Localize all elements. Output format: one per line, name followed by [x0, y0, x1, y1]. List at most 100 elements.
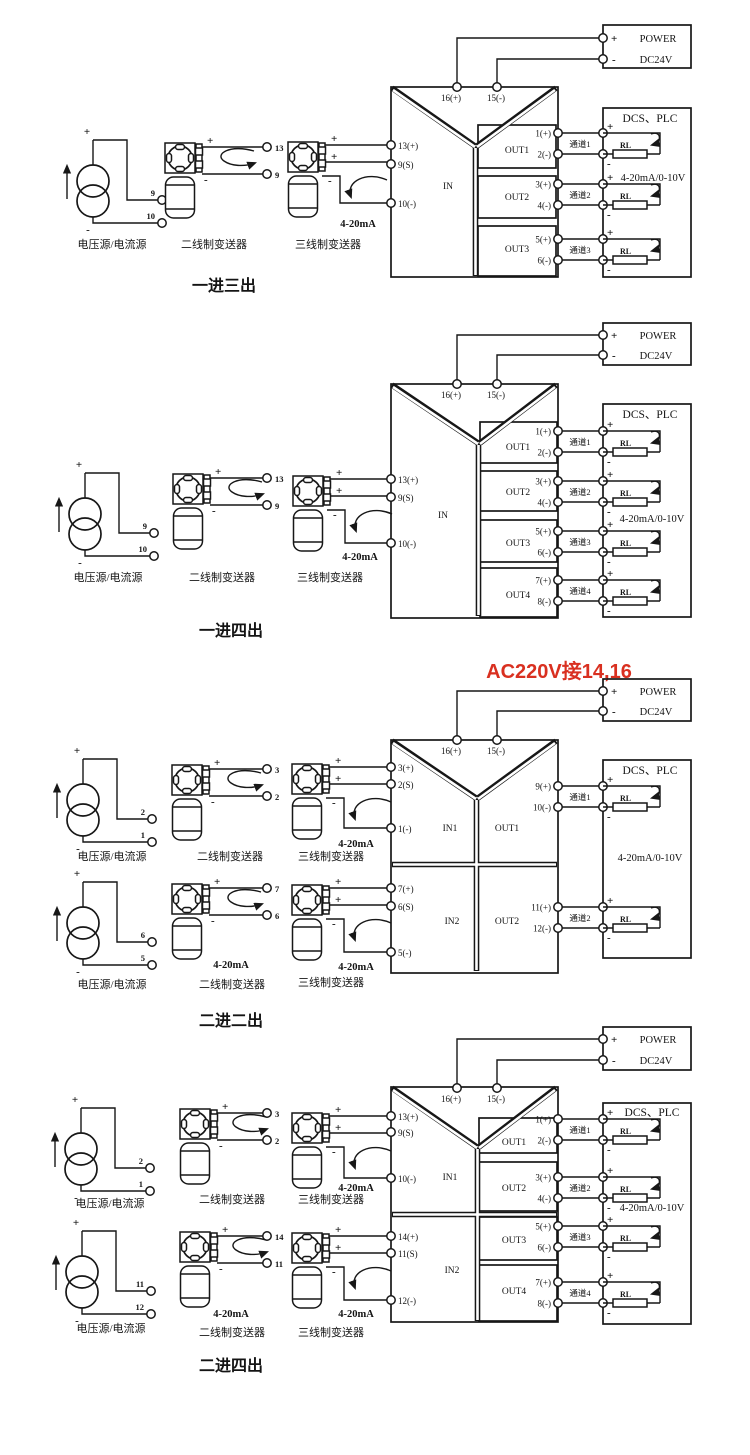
input-terminal-label: 12(-)	[398, 1296, 416, 1306]
polarity-sign: +	[611, 686, 617, 698]
section-caption: 一进三出	[192, 276, 256, 295]
device-caption: 三线制变送器	[297, 570, 363, 584]
load-resistor-icon	[603, 907, 660, 932]
polarity-sign: -	[612, 706, 616, 718]
polarity-sign: +	[335, 1104, 341, 1116]
output-terminal-label: 5(+)	[535, 527, 551, 537]
polarity-sign: +	[607, 1214, 613, 1226]
power-voltage: DC24V	[640, 351, 673, 362]
load-resistor-icon	[603, 239, 660, 264]
device-caption: 电压源/电流源	[77, 849, 146, 863]
polarity-sign: +	[607, 121, 613, 133]
polarity-sign: +	[222, 1101, 228, 1113]
signal-flow-arrow-icon	[229, 480, 263, 497]
terminal-label: 1	[141, 830, 145, 840]
power-box	[602, 678, 692, 722]
voltage-current-source: + - 9 10 电压源/电流源	[59, 459, 158, 584]
section-caption: 二进四出	[199, 1356, 263, 1375]
polarity-sign: +	[76, 459, 82, 471]
signal-flow-arrow-icon	[233, 1115, 267, 1132]
transmitter-icon	[164, 142, 204, 219]
transmitter-icon	[291, 1232, 331, 1309]
terminal-label: 13	[275, 143, 284, 153]
rl-label: RL	[620, 192, 631, 201]
rl-label: RL	[620, 247, 631, 256]
polarity-sign: +	[335, 1224, 341, 1236]
top-terminal-label: 16(+)	[441, 390, 461, 400]
power-title: POWER	[640, 34, 677, 45]
range-label: 4-20mA/0-10V	[620, 514, 685, 525]
polarity-sign: +	[607, 419, 613, 431]
device-caption: 电压源/电流源	[77, 977, 146, 991]
output-terminal-label: 2(-)	[538, 1136, 552, 1146]
dcs-plc-box: 通道1 通道2 DCS、PLC RL RL + - + - 4-20mA/0-1…	[562, 759, 692, 959]
input-terminal-label: 2(S)	[398, 780, 414, 790]
polarity-sign: +	[222, 1224, 228, 1236]
transmitter-icon	[292, 475, 332, 552]
terminal-label: 12	[136, 1302, 145, 1312]
channel-label: 通道2	[569, 913, 590, 923]
polarity-sign: +	[72, 1094, 78, 1106]
polarity-sign: -	[607, 264, 611, 276]
transmitter-icon	[291, 1112, 331, 1189]
polarity-sign: -	[607, 158, 611, 170]
polarity-sign: -	[332, 918, 336, 930]
signal-label: 4-20mA	[338, 839, 374, 850]
out-label: OUT2	[495, 917, 520, 927]
out-label: OUT4	[506, 591, 531, 601]
polarity-sign: +	[335, 876, 341, 888]
signal-flow-arrow-icon	[233, 1238, 267, 1255]
rl-label: RL	[620, 539, 631, 548]
signal-label: 4-20mA	[340, 219, 376, 230]
output-terminal-label: 2(-)	[538, 150, 552, 160]
polarity-sign: -	[76, 966, 80, 978]
output-terminal-label: 6(-)	[538, 548, 552, 558]
out-label: OUT2	[505, 193, 530, 203]
signal-flow-arrow-icon	[354, 799, 391, 819]
polarity-sign: -	[607, 506, 611, 518]
power-wires	[456, 37, 599, 87]
power-supply: + POWER - DC24V	[456, 1026, 692, 1088]
range-label: 4-20mA/0-10V	[618, 853, 683, 864]
device-caption: 电压源/电流源	[77, 237, 146, 251]
device-caption: 三线制变送器	[298, 1192, 364, 1206]
polarity-sign: -	[607, 209, 611, 221]
terminal-label: 3	[275, 765, 279, 775]
terminal-label: 11	[275, 1259, 283, 1269]
load-resistor-icon	[603, 1226, 660, 1251]
polarity-sign: -	[76, 843, 80, 855]
three-wire-transmitter: + + - 4-20mA 三线制变送器	[291, 1104, 391, 1206]
input-terminal-label: 9(S)	[398, 493, 414, 503]
polarity-sign: -	[86, 224, 90, 236]
three-wire-transmitter: + + - 4-20mA 三线制变送器	[287, 133, 387, 251]
terminal-label: 3	[275, 1109, 279, 1119]
transmitter-icon	[179, 1108, 219, 1185]
terminal-label: 9	[151, 188, 155, 198]
out-label: OUT1	[506, 443, 531, 453]
device-caption: 三线制变送器	[298, 975, 364, 989]
in-label: IN2	[445, 1266, 460, 1276]
terminal-label: 2	[275, 1136, 279, 1146]
transmitter-icon	[287, 141, 327, 218]
wires	[322, 144, 387, 204]
in-label: IN	[438, 511, 448, 521]
input-terminal-label: 3(+)	[398, 763, 414, 773]
output-terminal-label: 9(+)	[535, 782, 551, 792]
terminal-label: 5	[141, 953, 145, 963]
polarity-sign: +	[607, 469, 613, 481]
device-caption: 三线制变送器	[298, 849, 364, 863]
terminal-label: 13	[275, 474, 284, 484]
polarity-sign: -	[607, 1144, 611, 1156]
terminal-label: 6	[275, 911, 279, 921]
output-terminal-label: 6(-)	[538, 1243, 552, 1253]
isolator-block: 16(+) 15(-) 13(+) 9(S) 10(-) IN OUT1 OUT…	[386, 379, 563, 619]
channel-label: 通道3	[569, 1232, 590, 1242]
polarity-sign: -	[607, 1307, 611, 1319]
output-terminal-label: 1(+)	[535, 427, 551, 437]
output-terminal-label: 10(-)	[533, 803, 551, 813]
output-terminal-label: 11(+)	[531, 903, 551, 913]
polarity-sign: +	[84, 126, 90, 138]
range-label: 4-20mA/0-10V	[620, 1203, 685, 1214]
output-terminal-label: 7(+)	[535, 1278, 551, 1288]
